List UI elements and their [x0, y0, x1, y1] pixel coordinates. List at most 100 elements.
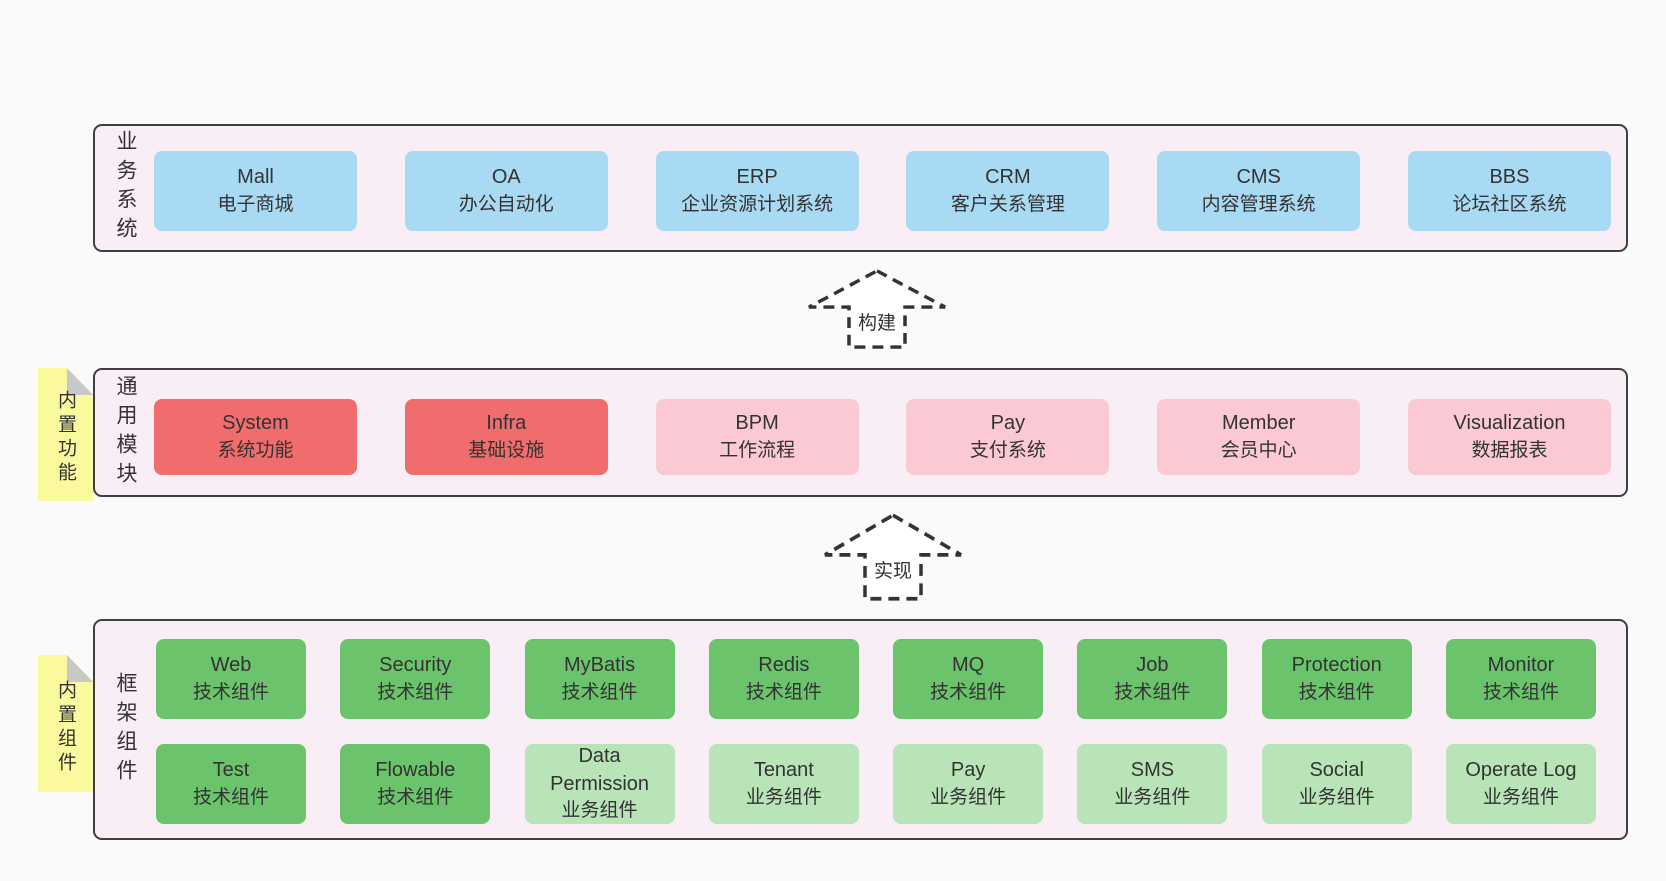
box-subtitle: 企业资源计划系统: [681, 193, 834, 215]
box-social: Social 业务组件: [1261, 744, 1412, 824]
box-title: Monitor: [1487, 654, 1555, 677]
box-subtitle: 技术组件: [561, 681, 638, 703]
box-subtitle: 技术组件: [192, 681, 269, 703]
band-framework-components: 框架组件 Web 技术组件 Security 技术组件 MyBatis 技术组件…: [93, 619, 1628, 840]
box-subtitle: 办公自动化: [458, 193, 554, 215]
box-bbs: BBS 论坛社区系统: [1407, 151, 1611, 231]
box-subtitle: 电子商城: [217, 193, 294, 215]
box-subtitle: 技术组件: [1298, 681, 1375, 703]
box-monitor: Monitor 技术组件: [1445, 639, 1596, 719]
sticky-note-built-in-functions: 内置功能: [38, 368, 93, 501]
box-operate-log: Operate Log 业务组件: [1445, 744, 1596, 824]
box-title: System: [222, 412, 289, 435]
box-tenant: Tenant 业务组件: [708, 744, 859, 824]
box-sms: SMS 业务组件: [1077, 744, 1228, 824]
box-visualization: Visualization 数据报表: [1407, 399, 1611, 475]
box-system: System 系统功能: [154, 399, 357, 475]
box-title: Redis: [758, 654, 810, 677]
box-data-permission: Data Permission 业务组件: [524, 744, 675, 824]
box-member: Member 会员中心: [1157, 399, 1361, 475]
box-subtitle: 技术组件: [192, 786, 269, 808]
box-infra: Infra 基础设施: [404, 399, 608, 475]
box-mybatis: MyBatis 技术组件: [524, 639, 675, 719]
box-title: BPM: [735, 412, 779, 435]
box-title: Infra: [486, 412, 527, 435]
box-title: OA: [491, 166, 521, 189]
box-job: Job 技术组件: [1077, 639, 1228, 719]
box-erp: ERP 企业资源计划系统: [655, 151, 859, 231]
box-title: Data Permission: [550, 745, 650, 795]
note-label: 内置功能: [55, 390, 76, 487]
box-subtitle: 技术组件: [930, 681, 1007, 703]
box-subtitle: 客户关系管理: [950, 193, 1065, 215]
box-title: Flowable: [375, 759, 456, 782]
box-title: BBS: [1489, 166, 1530, 189]
box-redis: Redis 技术组件: [708, 639, 859, 719]
box-security: Security 技术组件: [340, 639, 491, 719]
box-mall: Mall 电子商城: [154, 151, 357, 231]
box-title: SMS: [1130, 759, 1175, 782]
box-crm: CRM 客户关系管理: [906, 151, 1110, 231]
note-label: 内置组件: [55, 679, 76, 776]
band-business-systems: 业务系统 Mall 电子商城 OA 办公自动化 ERP 企业资源计划系统 CRM…: [93, 124, 1628, 252]
box-title: Visualization: [1453, 412, 1566, 435]
box-protection: Protection 技术组件: [1261, 639, 1412, 719]
box-subtitle: 内容管理系统: [1201, 193, 1316, 215]
arrow-build: 构建: [804, 268, 950, 350]
band-label: 通用模块: [114, 374, 137, 491]
box-subtitle: 技术组件: [1482, 681, 1559, 703]
box-title: MyBatis: [564, 654, 636, 677]
note-fold-corner: [67, 655, 93, 682]
box-subtitle: 技术组件: [745, 681, 822, 703]
box-subtitle: 数据报表: [1471, 439, 1548, 461]
box-subtitle: 业务组件: [1482, 786, 1559, 808]
box-title: Test: [212, 759, 250, 782]
box-subtitle: 业务组件: [930, 786, 1007, 808]
box-subtitle: 技术组件: [377, 786, 454, 808]
box-cms: CMS 内容管理系统: [1157, 151, 1361, 231]
box-subtitle: 技术组件: [1114, 681, 1191, 703]
framework-row-1: Web 技术组件 Security 技术组件 MyBatis 技术组件 Redi…: [156, 639, 1596, 719]
box-title: Protection: [1291, 654, 1382, 677]
band-common-modules: 通用模块 System 系统功能 Infra 基础设施 BPM 工作流程 Pay…: [93, 368, 1628, 497]
box-subtitle: 会员中心: [1220, 439, 1297, 461]
box-subtitle: 基础设施: [468, 439, 545, 461]
box-pay: Pay 支付系统: [906, 399, 1110, 475]
box-title: Member: [1222, 412, 1296, 435]
box-subtitle: 业务组件: [1298, 786, 1375, 808]
business-boxes-row: Mall 电子商城 OA 办公自动化 ERP 企业资源计划系统 CRM 客户关系…: [154, 151, 1611, 231]
box-title: Pay: [950, 759, 986, 782]
box-web: Web 技术组件: [156, 639, 306, 719]
box-oa: OA 办公自动化: [404, 151, 608, 231]
box-title: CMS: [1236, 166, 1281, 189]
box-title: MQ: [952, 654, 985, 677]
framework-row-2: Test 技术组件 Flowable 技术组件 Data Permission …: [156, 744, 1596, 824]
box-title: Pay: [990, 412, 1026, 435]
box-title: Operate Log: [1465, 759, 1577, 782]
box-subtitle: 技术组件: [377, 681, 454, 703]
box-subtitle: 支付系统: [969, 439, 1046, 461]
box-subtitle: 论坛社区系统: [1452, 193, 1567, 215]
box-subtitle: 工作流程: [719, 439, 796, 461]
box-subtitle: 系统功能: [217, 439, 294, 461]
sticky-note-built-in-components: 内置组件: [38, 655, 93, 792]
box-title: Web: [210, 654, 252, 677]
box-test: Test 技术组件: [156, 744, 306, 824]
box-title: Job: [1136, 654, 1169, 677]
box-title: Tenant: [753, 759, 814, 782]
box-title: Social: [1309, 759, 1364, 782]
box-mq: MQ 技术组件: [893, 639, 1044, 719]
arrow-implement: 实现: [820, 512, 966, 602]
box-title: CRM: [985, 166, 1031, 189]
box-subtitle: 业务组件: [745, 786, 822, 808]
band-label: 业务系统: [114, 130, 137, 246]
arrow-label: 实现: [870, 556, 916, 584]
box-subtitle: 业务组件: [1114, 786, 1191, 808]
band-label: 框架组件: [114, 671, 137, 788]
box-title: Security: [379, 654, 452, 677]
box-flowable: Flowable 技术组件: [340, 744, 491, 824]
box-title: ERP: [736, 166, 778, 189]
box-subtitle: 业务组件: [561, 800, 638, 822]
modules-boxes-row: System 系统功能 Infra 基础设施 BPM 工作流程 Pay 支付系统…: [154, 399, 1611, 475]
